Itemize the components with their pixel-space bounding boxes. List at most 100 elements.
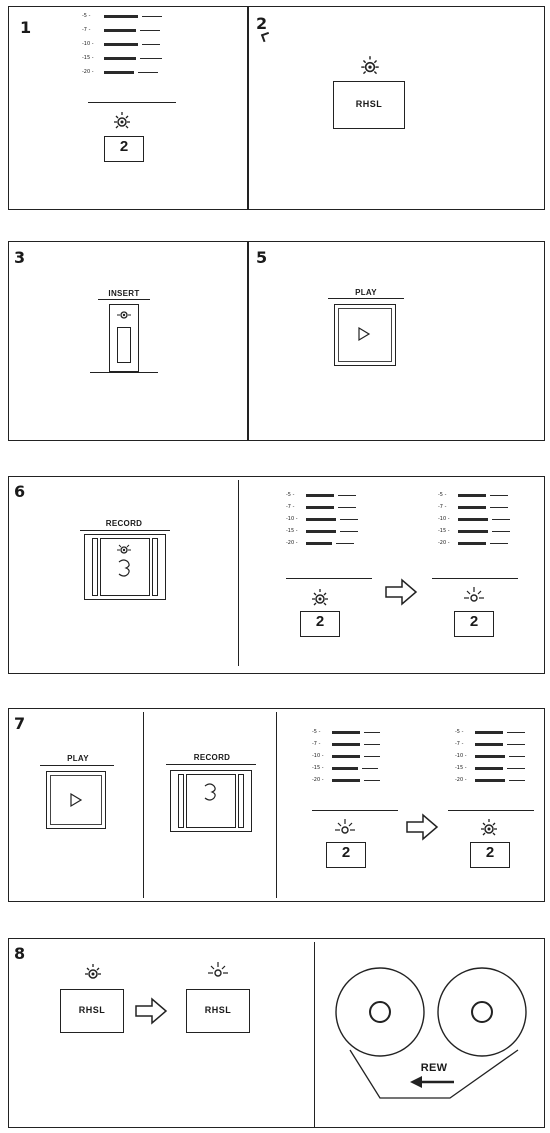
insert-label-rule [98,299,150,301]
meter-divider [448,810,534,812]
step-number-2: 2 [256,14,268,33]
play-label: PLAY [67,754,89,763]
hollow-right-arrow-icon [385,578,418,606]
play-button [46,771,106,829]
indicator-lamp-icon [312,589,328,606]
panel-step-7 [8,708,545,902]
record-button-guide-right [152,538,158,596]
meter-tick: -10 - [286,516,298,522]
rhsl-button: RHSL [60,989,124,1033]
meter-tick: -20 - [82,69,94,75]
step-number-7: 7 [14,714,26,733]
record-button-face [100,538,150,596]
meter-tick: -5 - [455,729,464,735]
panel-8-divider [314,942,316,1128]
record-label-rule [166,764,256,766]
hollow-right-arrow-icon [406,813,439,841]
panel-step-6 [8,476,545,674]
meter-tick: -10 - [455,753,467,759]
meter-tick: -15 - [438,528,450,534]
insert-base-line [90,372,158,374]
indicator-lamp-icon [117,544,131,554]
level-meter-after: -5 - -7 - -10 - -15 - -20 - [455,729,535,792]
panel-step-5 [247,241,545,441]
tape-reels-icon [335,967,527,1099]
record-label-rule [80,530,170,532]
meter-tick: -15 - [312,765,324,771]
meter-tick: -20 - [286,540,298,546]
indicator-lamp-lit-icon [208,962,228,977]
meter-tick: -5 - [82,13,91,19]
play-triangle-icon [358,326,371,342]
meter-tick: -5 - [438,492,447,498]
meter-tick: -15 - [455,765,467,771]
meter-divider [432,578,518,580]
record-symbol-icon [204,783,216,801]
hollow-right-arrow-icon [135,997,168,1025]
step-number-8: 8 [14,944,26,963]
meter-tick: -20 - [312,777,324,783]
panel-7-divider-2 [276,712,278,898]
track-number-display: 2 [454,611,494,637]
meter-tick: -7 - [82,27,91,33]
level-meter-before: -5 - -7 - -10 - -15 - -20 - [312,729,390,792]
step-number-6: 6 [14,482,26,501]
indicator-lamp-icon [85,964,101,979]
meter-tick: -7 - [438,504,447,510]
panel-step-8 [8,938,545,1128]
meter-tick: -7 - [455,741,464,747]
meter-divider [88,102,176,104]
record-label: RECORD [105,519,143,528]
meter-tick: -10 - [312,753,324,759]
meter-tick: -15 - [82,55,94,61]
play-button [334,304,396,366]
meter-divider [312,810,398,812]
meter-tick: -7 - [312,741,321,747]
step-number-1: 1 [20,18,32,37]
indicator-lamp-icon [117,311,131,319]
play-button-inner [50,775,102,825]
play-label-rule [40,765,114,767]
rewind-arrow-icon [410,1076,454,1088]
step-number-3: 3 [14,248,26,267]
panel-step-2 [247,6,545,210]
play-label: PLAY [355,288,377,297]
meter-tick: -10 - [438,516,450,522]
meter-tick: -10 - [82,41,94,47]
meter-divider [286,578,372,580]
record-button-face [186,774,236,828]
indicator-lamp-lit-icon [335,819,355,834]
track-number-display: 2 [470,842,510,868]
rhsl-button: RHSL [333,81,405,129]
level-meter-before: -5 - -7 - -10 - -15 - -20 - [286,492,366,555]
level-meter-after: -5 - -7 - -10 - -15 - -20 - [438,492,518,555]
panel-7-divider-1 [143,712,145,898]
record-button-guide-left [178,774,184,828]
indicator-lamp-icon [481,819,497,836]
panel-6-divider [238,480,240,666]
meter-tick: -5 - [286,492,295,498]
track-number-display: 2 [326,842,366,868]
play-triangle-icon [70,792,83,808]
record-symbol-icon [118,559,130,577]
meter-tick: -7 - [286,504,295,510]
indicator-lamp-lit-icon [464,587,484,602]
meter-tick: -20 - [455,777,467,783]
step-number-5: 5 [256,248,268,267]
record-button-guide-left [92,538,98,596]
meter-tick: -20 - [438,540,450,546]
record-label: RECORD [193,753,231,762]
track-number-display: 2 [300,611,340,637]
level-meter-step-1: -5 - -7 - -10 - -15 - -20 - [82,13,174,84]
play-button-inner [338,308,392,362]
insert-button-slot [117,327,131,363]
rhsl-button: RHSL [186,989,250,1033]
play-label-rule [328,298,404,300]
record-button-guide-right [238,774,244,828]
rew-label: REW [420,1062,448,1074]
indicator-lamp-icon [361,56,379,75]
track-number-display: 2 [104,136,144,162]
panel-step-3 [8,241,249,441]
meter-tick: -15 - [286,528,298,534]
meter-tick: -5 - [312,729,321,735]
